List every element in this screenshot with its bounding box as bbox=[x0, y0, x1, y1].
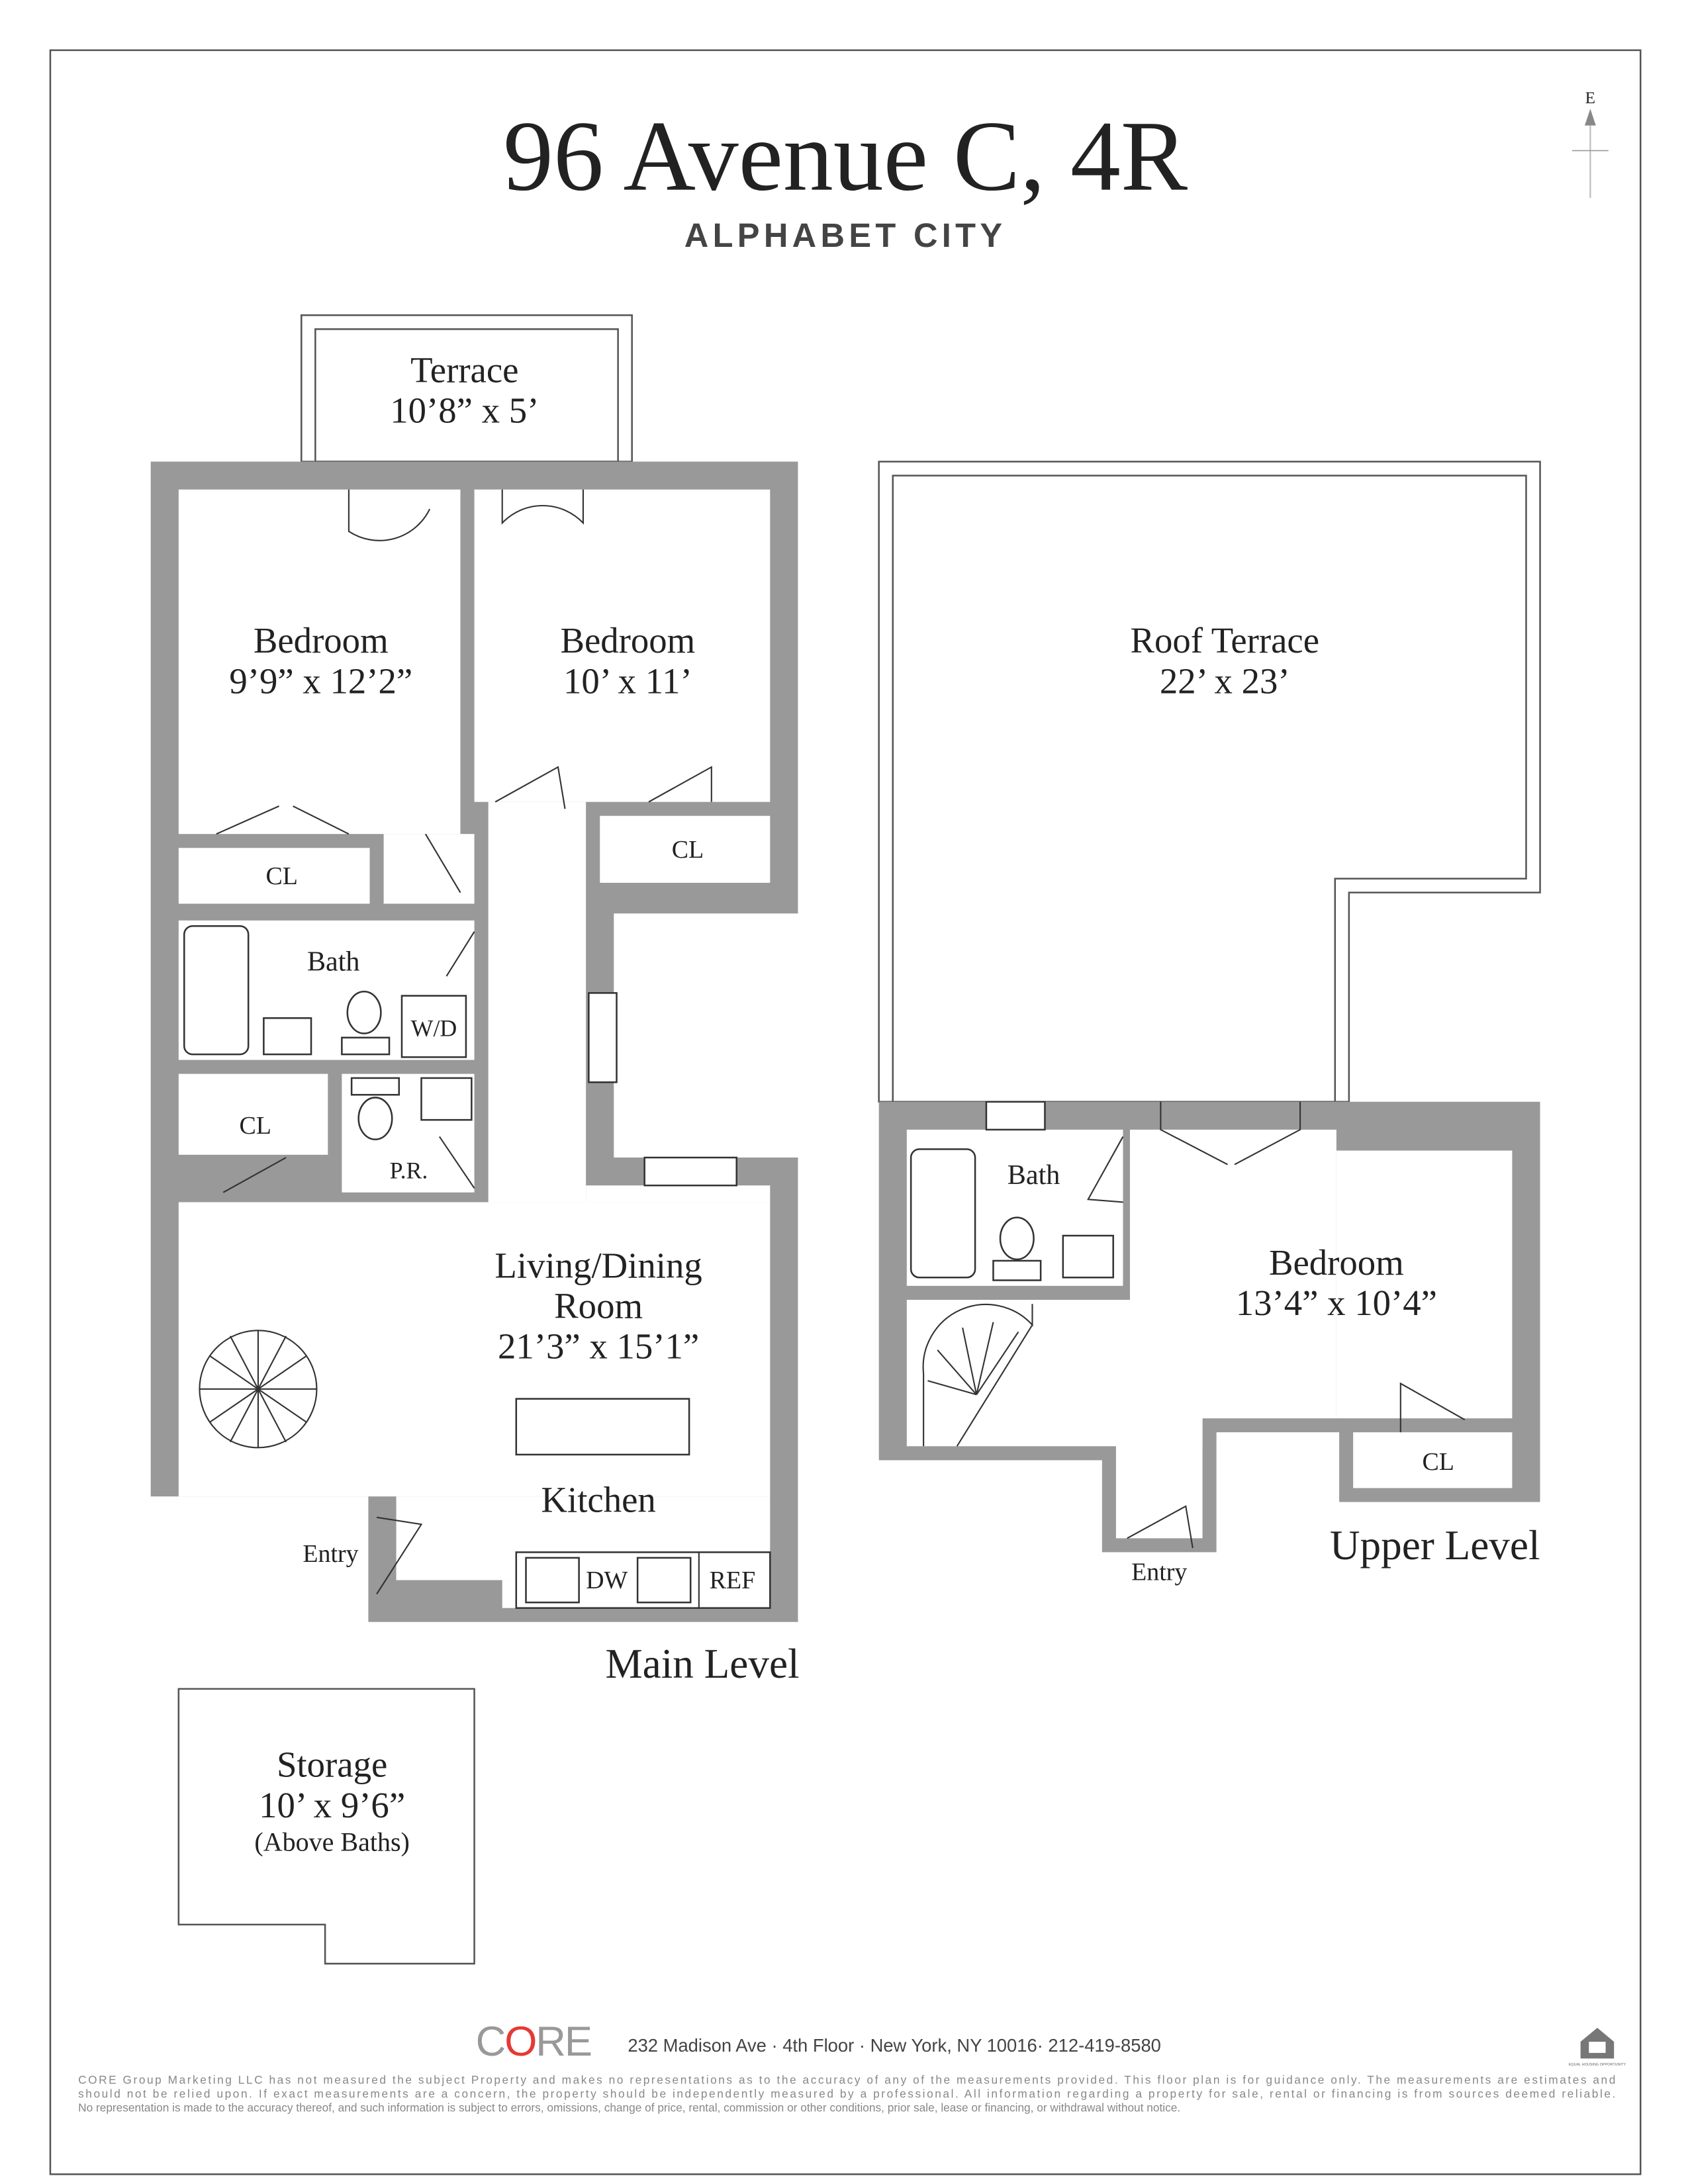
disclaimer-line2: should not be relied upon. If exact meas… bbox=[78, 2087, 1615, 2100]
living-size: 21’3” x 15’1” bbox=[498, 1326, 699, 1366]
disclaimer-line1: CORE Group Marketing LLC has not measure… bbox=[78, 2073, 1615, 2086]
upper-bedroom-size: 13’4” x 10’4” bbox=[1236, 1283, 1437, 1323]
powder-room-label: P.R. bbox=[390, 1158, 428, 1184]
terrace-name: Terrace bbox=[410, 349, 518, 390]
upper-entry-label: Entry bbox=[1131, 1559, 1187, 1586]
bedroom2-size: 10’ x 11’ bbox=[563, 660, 692, 701]
bedroom1-name: Bedroom bbox=[254, 620, 389, 660]
neighborhood-subtitle: ALPHABET CITY bbox=[684, 216, 1007, 254]
living-name2: Room bbox=[554, 1285, 643, 1326]
bath-sink bbox=[263, 1017, 312, 1056]
kitchen-island bbox=[515, 1398, 690, 1456]
closet3-label: CL bbox=[239, 1112, 271, 1140]
living-name1: Living/Dining bbox=[494, 1245, 702, 1285]
closet1-label: CL bbox=[266, 862, 298, 890]
bathtub bbox=[183, 925, 250, 1056]
spiral-stair bbox=[199, 1330, 318, 1449]
compass-arrow-icon: E bbox=[1572, 89, 1609, 199]
upper-bath-label: Bath bbox=[1008, 1160, 1060, 1191]
kitchen-label: Kitchen bbox=[541, 1479, 655, 1520]
compass-label: E bbox=[1585, 89, 1595, 107]
svg-text:CORE: CORE bbox=[476, 2019, 591, 2065]
storage-size: 10’ x 9’6” bbox=[259, 1785, 405, 1825]
upper-level-plan bbox=[878, 461, 1541, 1553]
storage-name: Storage bbox=[277, 1745, 387, 1785]
main-level-plan bbox=[150, 314, 798, 1622]
storage-outline bbox=[177, 1688, 475, 1965]
upper-bedroom-name: Bedroom bbox=[1269, 1242, 1404, 1283]
storage-note: (Above Baths) bbox=[254, 1827, 410, 1856]
roof-terrace-size: 22’ x 23’ bbox=[1160, 660, 1290, 701]
closet2-label: CL bbox=[672, 836, 704, 864]
upper-spiral-stair bbox=[922, 1303, 1033, 1447]
bedroom1-size: 9’9” x 12’2” bbox=[229, 660, 412, 701]
terrace-size: 10’8” x 5’ bbox=[390, 390, 539, 431]
main-entry-label: Entry bbox=[303, 1540, 358, 1568]
core-logo: CORE bbox=[476, 2019, 592, 2065]
bath-label: Bath bbox=[307, 946, 360, 978]
main-level-label: Main Level bbox=[605, 1641, 799, 1687]
bedroom2-name: Bedroom bbox=[560, 620, 695, 660]
ref-label: REF bbox=[710, 1567, 756, 1594]
upper-closet-label: CL bbox=[1422, 1448, 1454, 1476]
footer-address: 232 Madison Ave · 4th Floor · New York, … bbox=[628, 2035, 1161, 2056]
disclaimer-line3: No representation is made to the accurac… bbox=[78, 2101, 1180, 2114]
page-border bbox=[49, 49, 1642, 2175]
equal-housing-text: EQUAL HOUSING OPPORTUNITY bbox=[1569, 2063, 1626, 2067]
roof-terrace-name: Roof Terrace bbox=[1130, 620, 1319, 660]
equal-housing-icon bbox=[1580, 2027, 1615, 2059]
dw-label: DW bbox=[586, 1567, 628, 1594]
toilet bbox=[346, 991, 382, 1034]
upper-level-label: Upper Level bbox=[1330, 1522, 1540, 1569]
page-title: 96 Avenue C, 4R bbox=[503, 101, 1188, 212]
wd-label: W/D bbox=[411, 1015, 457, 1042]
